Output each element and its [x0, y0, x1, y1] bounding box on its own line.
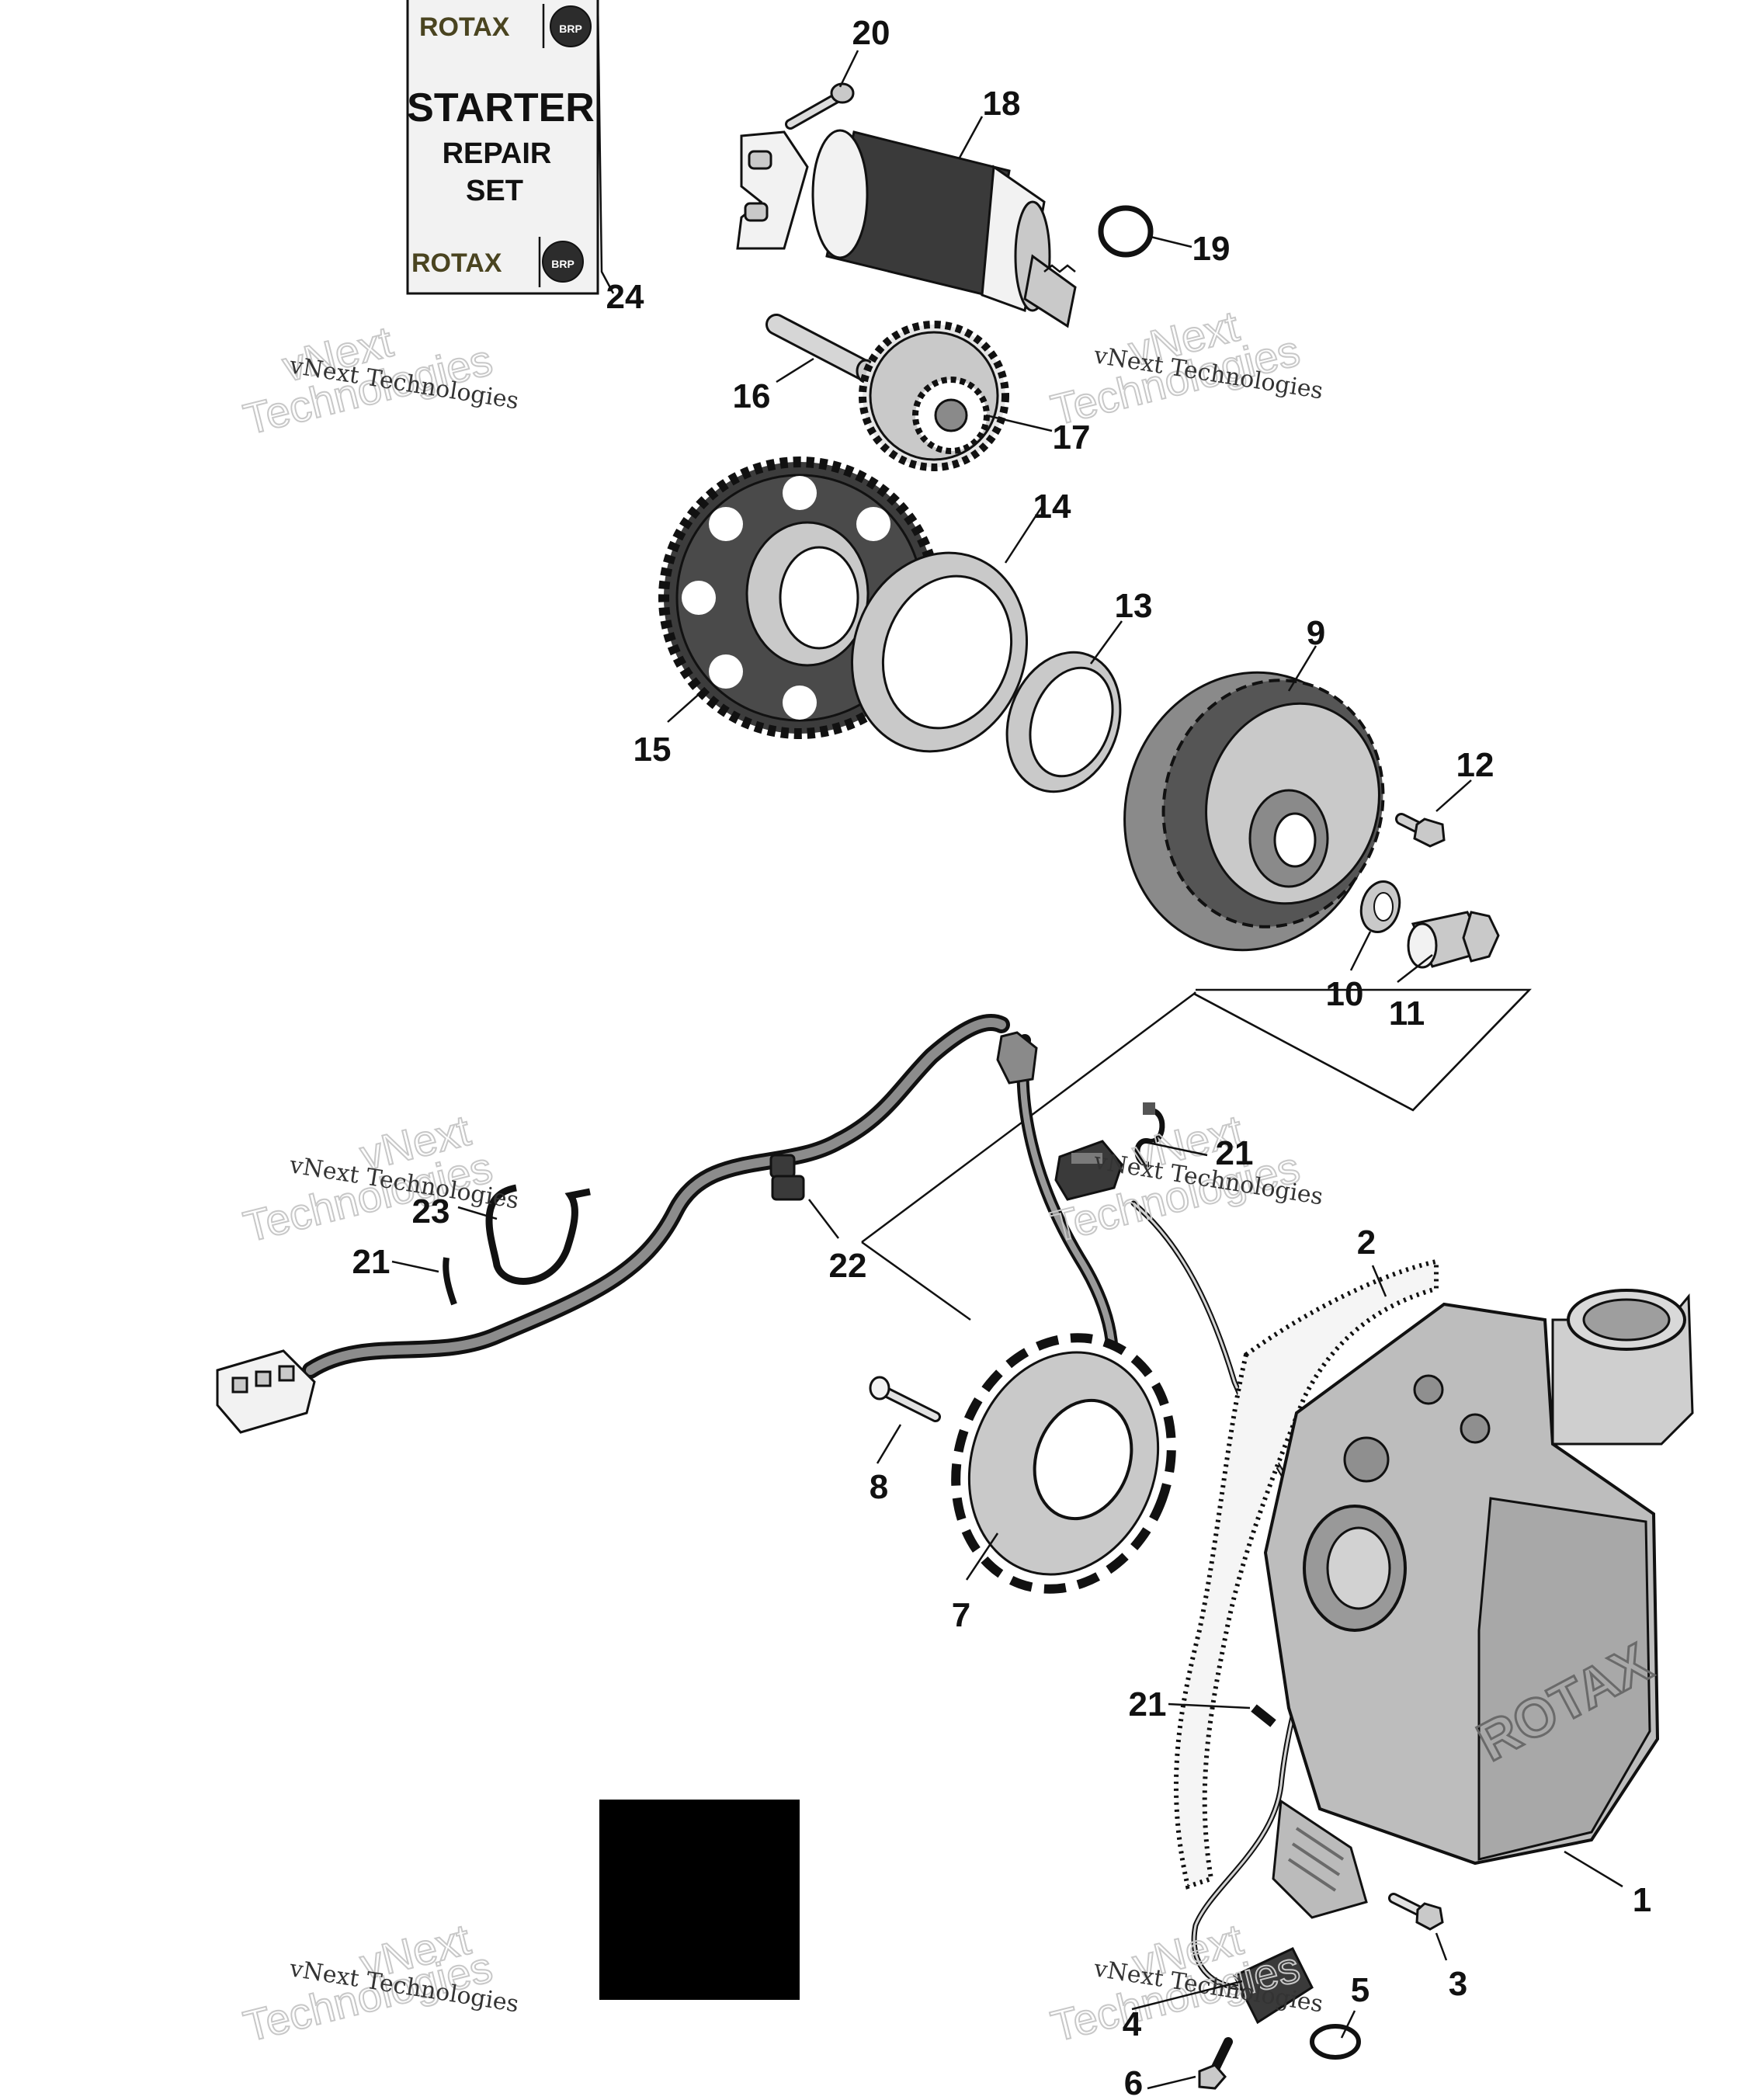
part-14-sprag-clutch[interactable] [824, 528, 1054, 776]
callout-13: 13 [1115, 587, 1153, 625]
callout-23: 23 [412, 1192, 450, 1230]
watermark-1: vNext Technologies vNext Technologies [238, 316, 521, 445]
callout-22: 22 [829, 1247, 867, 1285]
part-19-o-ring[interactable] [1098, 205, 1154, 258]
brp-badge-icon [550, 5, 592, 47]
callout-16: 16 [733, 377, 771, 415]
callout-1: 1 [1633, 1881, 1651, 1919]
part-6-screw[interactable] [1198, 2037, 1233, 2090]
callout-9: 9 [1307, 614, 1325, 652]
group-bracket-right [1193, 989, 1530, 1112]
callout-11: 11 [1389, 994, 1425, 1033]
part-9-flywheel-rotor[interactable] [1094, 644, 1411, 979]
watermark-2: vNext Technologies vNext Technologies [1046, 300, 1325, 436]
callout-2: 2 [1357, 1224, 1376, 1262]
callout-18: 18 [983, 85, 1021, 123]
part-18-electric-starter[interactable] [736, 129, 1077, 328]
part-8-stator-screw[interactable] [869, 1376, 941, 1422]
part-21-cable-tie-left[interactable] [443, 1257, 457, 1306]
part-15-ring-gear[interactable] [658, 456, 941, 739]
part-17-intermediate-gear[interactable] [859, 321, 1009, 471]
callout-12: 12 [1456, 746, 1494, 784]
part-7-stator[interactable] [922, 1307, 1206, 1619]
part-21-cable-tie-lower[interactable] [1251, 1704, 1276, 1727]
part-20-starter-screw[interactable] [785, 82, 855, 130]
leader-lines [391, 50, 1623, 2090]
part-21-cable-tie-top[interactable] [1134, 1102, 1165, 1168]
callout-5: 5 [1351, 1971, 1369, 2009]
callout-17: 17 [1053, 418, 1091, 456]
part-2-cover-gasket[interactable] [1173, 1258, 1439, 1890]
callout-15: 15 [634, 731, 672, 769]
kit-brand-bottom: ROTAX [411, 248, 502, 278]
part-11-flywheel-bolt[interactable] [1407, 911, 1500, 969]
brp-badge-icon [542, 241, 584, 283]
harness-connector-plug[interactable] [216, 1349, 316, 1434]
callout-24: 24 [606, 278, 644, 316]
callout-4: 4 [1123, 2005, 1142, 2043]
kit-subtitle-repair: REPAIR [443, 137, 552, 170]
part-24-starter-repair-set-card[interactable]: ROTAX BRP STARTER REPAIR SET ROTAX BRP [406, 0, 615, 295]
part-12-bolt[interactable] [1395, 813, 1446, 848]
part-1-magneto-cover[interactable]: ROTAX [1263, 1289, 1694, 1919]
callout-3: 3 [1449, 1965, 1467, 2003]
kit-title: STARTER [407, 85, 595, 130]
sensor-connector[interactable] [1054, 1140, 1123, 1201]
kit-brand-top: ROTAX [419, 12, 510, 42]
watermark-3: vNext Technologies vNext Technologies [238, 1105, 521, 1252]
part-22-harness-clip[interactable] [769, 1154, 805, 1201]
callout-6: 6 [1124, 2064, 1143, 2100]
watermark-6: vNext Technologies vNext Technologies [1046, 1914, 1325, 2052]
kit-subtitle-set: SET [466, 175, 523, 207]
callout-21-top: 21 [1216, 1134, 1254, 1172]
callout-21-lower: 21 [1129, 1685, 1167, 1723]
callout-8: 8 [870, 1468, 888, 1506]
part-3-cover-screw[interactable] [1388, 1893, 1444, 1931]
callout-numbers: 20 18 19 24 16 17 14 13 9 15 12 10 11 21… [352, 14, 1652, 2100]
part-4-grommet[interactable] [1232, 1947, 1314, 2025]
callout-7: 7 [952, 1596, 970, 1634]
callout-10: 10 [1326, 975, 1364, 1013]
watermark-5: vNext Technologies vNext Technologies [238, 1914, 521, 2052]
part-5-o-ring[interactable] [1310, 2024, 1361, 2060]
callout-19: 19 [1192, 230, 1231, 268]
part-10-washer[interactable] [1356, 877, 1404, 936]
part-13-bushing[interactable] [988, 637, 1139, 808]
callout-20: 20 [852, 14, 890, 52]
callout-14: 14 [1033, 488, 1071, 526]
brp-badge-bottom: BRP [551, 258, 575, 270]
black-block [599, 1800, 800, 2000]
brp-badge-top: BRP [559, 23, 582, 35]
callout-21-left: 21 [352, 1243, 391, 1281]
